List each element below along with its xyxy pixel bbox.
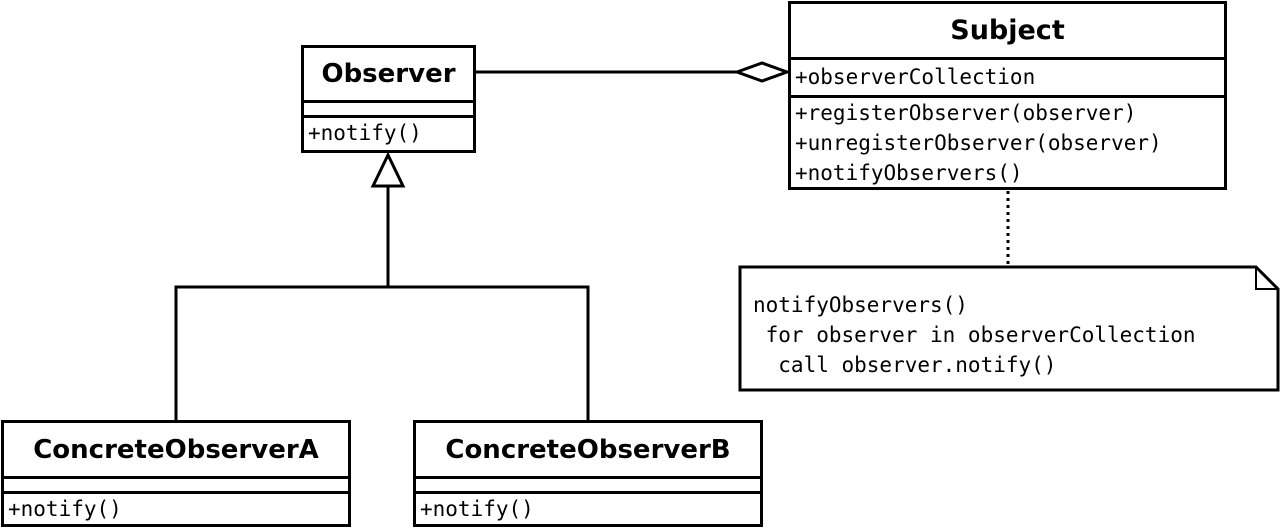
concrete-observer-a-class-name: ConcreteObserverA bbox=[33, 434, 319, 465]
note-fold-corner bbox=[1255, 267, 1278, 290]
concrete-observer-b-class[interactable]: ConcreteObserverB +notify() bbox=[413, 420, 763, 527]
observer-class-name: Observer bbox=[321, 59, 456, 89]
concrete-observer-a-operation-notify: +notify() bbox=[8, 497, 122, 521]
generalization-branch-line bbox=[174, 285, 590, 420]
observer-operation-notify: +notify() bbox=[308, 121, 422, 145]
subject-operation-unregister-observer: +unregisterObserver(observer) bbox=[795, 131, 1162, 155]
concrete-observer-b-operation-notify: +notify() bbox=[420, 497, 534, 521]
observer-class[interactable]: Observer +notify() bbox=[301, 45, 476, 153]
subject-class-name: Subject bbox=[950, 15, 1065, 46]
generalization-arrowhead bbox=[370, 151, 406, 188]
concrete-observer-b-attributes-section bbox=[416, 476, 760, 491]
note-box bbox=[738, 265, 1280, 392]
subject-class[interactable]: Subject +observerCollection +registerObs… bbox=[788, 1, 1227, 190]
subject-operation-notify-observers: +notifyObservers() bbox=[795, 161, 1023, 185]
concrete-observer-a-attributes-section bbox=[4, 476, 348, 491]
concrete-observer-b-operations-section: +notify() bbox=[416, 491, 760, 524]
concrete-observer-a-class[interactable]: ConcreteObserverA +notify() bbox=[1, 420, 351, 527]
concrete-observer-b-class-name: ConcreteObserverB bbox=[445, 434, 731, 465]
note-line-1: notifyObservers() bbox=[753, 293, 968, 317]
note-line-2: for observer in observerCollection bbox=[753, 323, 1196, 347]
subject-attribute-observer-collection: +observerCollection bbox=[795, 65, 1036, 89]
observer-attributes-section bbox=[304, 100, 473, 115]
note-line-3: call observer.notify() bbox=[753, 353, 1057, 377]
observer-operations-section: +notify() bbox=[304, 115, 473, 150]
subject-operations-section: +registerObserver(observer) +unregisterO… bbox=[791, 95, 1224, 187]
subject-attributes-section: +observerCollection bbox=[791, 57, 1224, 95]
concrete-observer-a-operations-section: +notify() bbox=[4, 491, 348, 524]
subject-operation-register-observer: +registerObserver(observer) bbox=[795, 101, 1137, 125]
aggregation-diamond bbox=[732, 61, 792, 83]
